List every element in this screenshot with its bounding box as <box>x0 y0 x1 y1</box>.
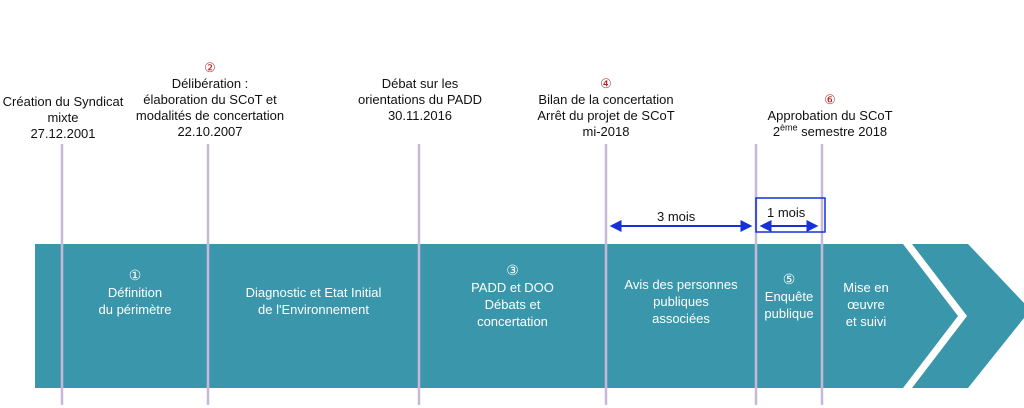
milestone-number: ④ <box>600 76 612 91</box>
milestone-line-1: Approbation du SCoT <box>767 108 893 123</box>
milestone-deliberation: ② Délibération : élaboration du SCoT et … <box>130 60 290 140</box>
semester-superscript: ème <box>780 122 798 133</box>
milestone-line-1: Bilan de la concertation <box>538 92 674 107</box>
milestone-line-2: élaboration du SCoT et <box>143 92 277 107</box>
phase-line-1: PADD et DOO <box>471 280 554 295</box>
milestone-line-2: orientations du PADD <box>357 92 483 107</box>
duration-label-3-mois: 3 mois <box>657 209 696 224</box>
phase-line-2: du périmètre <box>98 302 172 317</box>
phase-line-3: concertation <box>477 314 548 329</box>
milestone-line-2: Arrêt du projet de SCoT <box>537 108 675 123</box>
main-arrow-band <box>35 244 958 388</box>
phase-line-2: publiques <box>653 294 709 309</box>
milestone-line-3: modalités de concertation <box>135 108 285 123</box>
milestone-line-1: Débat sur les <box>381 76 459 91</box>
chevron-arrow <box>912 244 1024 388</box>
milestone-date: 30.11.2016 <box>387 108 453 123</box>
phase-number: ⑤ <box>782 271 796 287</box>
milestone-debat-padd: Débat sur les orientations du PADD 30.11… <box>350 76 490 124</box>
milestone-number: ⑥ <box>824 92 836 107</box>
phase-line-1: Enquête <box>764 289 814 304</box>
semester-text: semestre 2018 <box>797 124 888 139</box>
phase-line-2: Débats et <box>484 297 541 312</box>
phase-line-1: Avis des personnes <box>624 277 738 292</box>
milestone-creation: Création du Syndicat mixte 27.12.2001 <box>0 94 126 142</box>
milestone-date: 22.10.2007 <box>177 124 243 139</box>
semester-number: 2 <box>772 124 781 139</box>
milestone-line-1: Délibération : <box>171 76 249 91</box>
phase-line-1: Mise en <box>843 280 889 295</box>
phase-number: ① <box>128 267 142 283</box>
milestone-date: 2ème semestre 2018 <box>750 122 910 140</box>
milestone-number: ② <box>204 60 216 75</box>
phase-diagnostic: Diagnostic et Etat Initial de l'Environn… <box>208 284 419 318</box>
phase-padd-doo: ③ PADD et DOO Débats et concertation <box>419 262 606 330</box>
duration-box-1-mois <box>755 197 826 233</box>
phase-number: ③ <box>506 262 519 278</box>
milestone-date: mi-2018 <box>582 124 630 139</box>
phase-line-1: Diagnostic et Etat Initial <box>245 285 382 300</box>
milestone-line-1: Création du Syndicat <box>2 94 124 109</box>
phase-line-2: de l'Environnement <box>258 302 369 317</box>
phase-line-3: et suivi <box>845 314 887 329</box>
phase-definition: ① Définition du périmètre <box>62 267 208 318</box>
milestone-date: 27.12.2001 <box>30 126 96 141</box>
phase-line-2: publique <box>764 306 814 321</box>
duration-label-1-mois: 1 mois <box>767 205 806 220</box>
phase-line-2: œuvre <box>847 297 885 312</box>
phase-mise-en-oeuvre: Mise en œuvre et suivi <box>830 279 902 330</box>
phase-line-1: Définition <box>107 285 163 300</box>
milestone-line-2: mixte <box>47 110 79 125</box>
milestone-approbation: ⑥ Approbation du SCoT 2ème semestre 2018 <box>750 92 910 140</box>
milestone-bilan: ④ Bilan de la concertation Arrêt du proj… <box>526 76 686 140</box>
phase-enquete: ⑤ Enquête publique <box>756 271 822 322</box>
phase-avis: Avis des personnes publiques associées <box>606 276 756 327</box>
phase-line-3: associées <box>652 311 710 326</box>
